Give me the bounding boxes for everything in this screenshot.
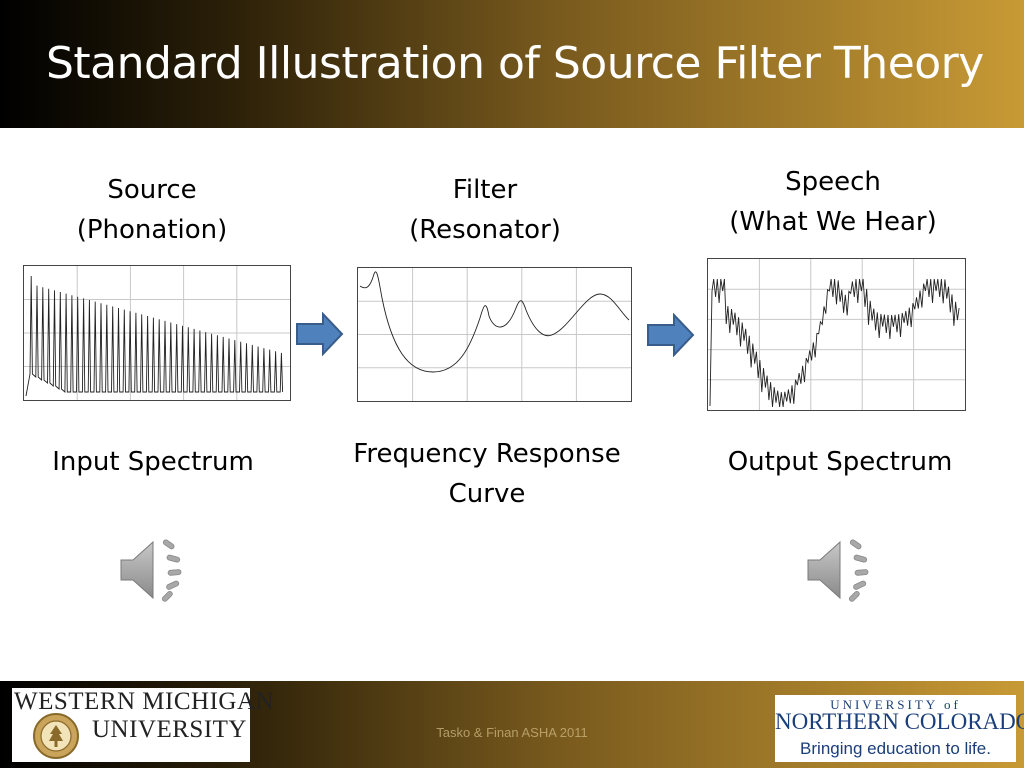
filter-label-line1: Filter [452, 175, 518, 205]
speaker-icon[interactable] [804, 536, 876, 604]
speech-label-line2: (What We Hear) [729, 207, 937, 237]
northern-colorado-logo: UNIVERSITY of NORTHERN COLORADO Bringing… [775, 695, 1024, 762]
title-bar: Standard Illustration of Source Filter T… [0, 0, 1024, 128]
speech-label-line1: Speech [785, 167, 881, 197]
university-seal-icon [33, 713, 79, 759]
unc-logo-tagline: Bringing education to life. [800, 739, 991, 758]
footer-credit: Tasko & Finan ASHA 2011 [436, 725, 588, 740]
output-spectrum-graph [707, 258, 966, 411]
filter-label-line2: (Resonator) [409, 215, 561, 245]
source-label: Source (Phonation) [22, 170, 282, 250]
speech-label: Speech (What We Hear) [703, 162, 963, 242]
output-spectrum-plot [708, 259, 965, 410]
frequency-response-caption-line1: Frequency Response [353, 439, 621, 469]
source-label-line2: (Phonation) [76, 215, 228, 245]
input-spectrum-plot [24, 266, 290, 400]
right-arrow-icon [647, 313, 695, 357]
wmu-logo-line2: UNIVERSITY [92, 716, 247, 743]
input-spectrum-caption: Input Spectrum [22, 442, 284, 482]
frequency-response-plot [358, 268, 631, 401]
input-spectrum-caption-text: Input Spectrum [52, 447, 254, 477]
input-spectrum-graph [23, 265, 291, 401]
frequency-response-graph [357, 267, 632, 402]
right-arrow-icon [296, 312, 344, 356]
western-michigan-logo: WESTERN MICHIGAN UNIVERSITY [12, 688, 274, 762]
frequency-response-caption: Frequency Response Curve [337, 434, 637, 514]
input-spectrum-line [25, 275, 284, 397]
speaker-icon[interactable] [117, 536, 189, 604]
unc-logo-line2: NORTHERN COLORADO [775, 709, 1024, 734]
output-spectrum-line [709, 278, 960, 408]
slide-title: Standard Illustration of Source Filter T… [46, 38, 984, 89]
output-spectrum-caption-text: Output Spectrum [727, 447, 953, 477]
wmu-logo-line1: WESTERN MICHIGAN [14, 688, 275, 715]
source-label-line1: Source [107, 175, 197, 205]
filter-label: Filter (Resonator) [355, 170, 615, 250]
output-spectrum-caption: Output Spectrum [705, 442, 975, 482]
frequency-response-caption-line2: Curve [448, 479, 526, 509]
unc-logo-line1: UNIVERSITY of [830, 697, 961, 712]
frequency-response-line [359, 271, 630, 373]
